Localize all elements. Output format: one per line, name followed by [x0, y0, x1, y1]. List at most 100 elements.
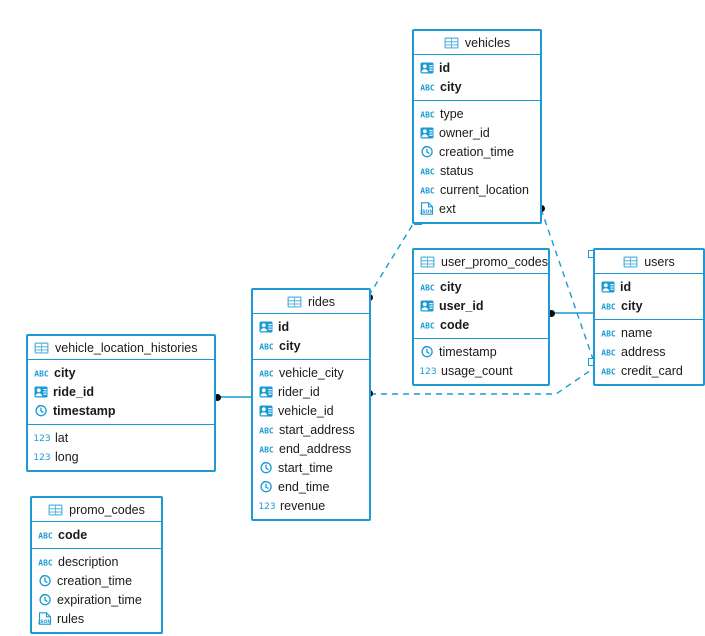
svg-text:ABC: ABC — [259, 369, 274, 378]
field-row[interactable]: ABC code — [414, 315, 548, 334]
field-label: rider_id — [278, 384, 320, 399]
abc-icon: ABC — [420, 184, 435, 196]
field-label: vehicle_id — [278, 403, 334, 418]
field-row[interactable]: ABC city — [414, 277, 548, 296]
table-icon — [444, 37, 459, 49]
field-label: ext — [439, 201, 456, 216]
entity-title-label: vehicles — [464, 35, 511, 50]
field-row[interactable]: id — [595, 277, 703, 296]
field-label: name — [621, 325, 653, 340]
entity-title[interactable]: user_promo_codes — [414, 250, 548, 274]
field-row[interactable]: ABC city — [595, 296, 703, 315]
field-label: code — [440, 317, 470, 332]
field-label: expiration_time — [57, 592, 142, 607]
clock-icon — [38, 593, 52, 606]
table-icon — [420, 256, 435, 268]
field-row[interactable]: ABC address — [595, 342, 703, 361]
field-row[interactable]: rider_id — [253, 382, 369, 401]
svg-text:ABC: ABC — [259, 445, 274, 454]
field-row[interactable]: id — [414, 58, 540, 77]
field-label: current_location — [440, 182, 529, 197]
field-row[interactable]: owner_id — [414, 123, 540, 142]
table-icon — [623, 256, 638, 268]
field-row[interactable]: expiration_time — [32, 590, 161, 609]
entity-title[interactable]: rides — [253, 290, 369, 314]
field-label: city — [440, 79, 462, 94]
number-icon: 123 — [34, 451, 50, 463]
field-label: address — [621, 344, 666, 359]
abc-icon: ABC — [601, 346, 616, 358]
field-row[interactable]: ride_id — [28, 382, 214, 401]
abc-icon: ABC — [420, 319, 435, 331]
entity-title[interactable]: promo_codes — [32, 498, 161, 522]
field-row[interactable]: start_time — [253, 458, 369, 477]
table-icon — [48, 504, 63, 516]
clock-icon — [420, 145, 434, 158]
field-label: user_id — [439, 298, 484, 313]
field-label: ride_id — [53, 384, 94, 399]
entity-title[interactable]: vehicle_location_histories — [28, 336, 214, 360]
edge-vehicles-rides — [367, 215, 419, 298]
field-row[interactable]: timestamp — [28, 401, 214, 420]
abc-icon: ABC — [259, 443, 274, 455]
field-row[interactable]: vehicle_id — [253, 401, 369, 420]
key-id-icon — [34, 386, 48, 398]
field-row[interactable]: id — [253, 317, 369, 336]
field-row[interactable]: ABC name — [595, 323, 703, 342]
field-label: city — [621, 298, 643, 313]
field-row[interactable]: user_id — [414, 296, 548, 315]
svg-text:ABC: ABC — [420, 110, 435, 119]
field-label: start_address — [279, 422, 355, 437]
key-id-icon — [259, 321, 273, 333]
svg-text:ABC: ABC — [259, 342, 274, 351]
field-row[interactable]: ABC current_location — [414, 180, 540, 199]
field-row[interactable]: creation_time — [414, 142, 540, 161]
abc-icon: ABC — [38, 556, 53, 568]
field-row[interactable]: creation_time — [32, 571, 161, 590]
abc-icon: ABC — [259, 367, 274, 379]
field-label: owner_id — [439, 125, 490, 140]
entity-title-label: users — [644, 254, 675, 269]
field-label: city — [440, 279, 462, 294]
abc-icon: ABC — [259, 340, 274, 352]
number-icon: 123 — [34, 432, 50, 444]
abc-icon: ABC — [601, 327, 616, 339]
svg-text:ABC: ABC — [601, 302, 616, 311]
field-row[interactable]: end_time — [253, 477, 369, 496]
svg-text:ABC: ABC — [420, 167, 435, 176]
entity-title[interactable]: vehicles — [414, 31, 540, 55]
svg-text:ABC: ABC — [420, 283, 435, 292]
field-row[interactable]: timestamp — [414, 342, 548, 361]
field-label: start_time — [278, 460, 333, 475]
clock-icon — [420, 345, 434, 358]
abc-icon: ABC — [34, 367, 49, 379]
entity-title[interactable]: users — [595, 250, 703, 274]
